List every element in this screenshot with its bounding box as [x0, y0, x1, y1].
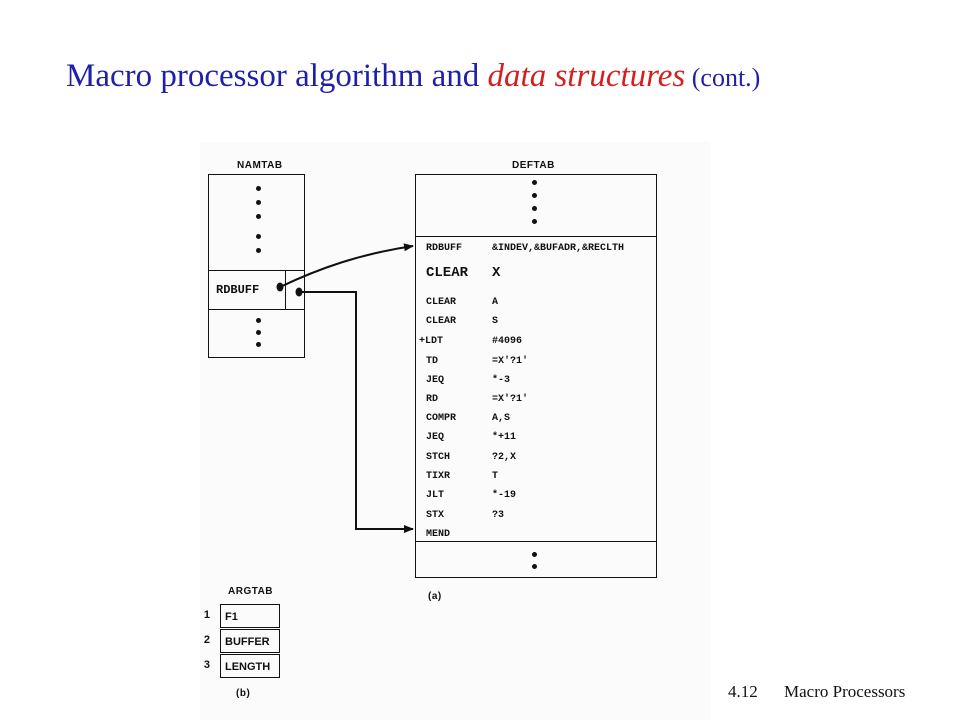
argtab-index: 3 [203, 659, 210, 671]
deftab-operand: #4096 [492, 336, 523, 347]
deftab-opcode: CLEAR [426, 316, 457, 327]
deftab-opcode: TD [426, 356, 439, 367]
deftab-operand: =X'?1' [492, 394, 529, 405]
page-number: 4.12 [728, 682, 758, 701]
deftab-operand: ?3 [492, 510, 505, 521]
deftab-operand: *-19 [492, 490, 517, 501]
argtab-value: BUFFER [220, 629, 280, 653]
argtab-value: LENGTH [220, 654, 280, 678]
namtab-ellipsis-dot [256, 186, 261, 191]
deftab-opcode: COMPR [426, 413, 457, 424]
deftab-operand: X [492, 265, 501, 281]
argtab-value: F1 [220, 604, 280, 628]
namtab-start-pointer-arrow [279, 243, 414, 288]
deftab-operand: ?2,X [492, 452, 517, 463]
deftab-operand: T [492, 471, 499, 482]
deftab-opcode: +LDT [419, 336, 444, 347]
footer-chapter: Macro Processors [784, 682, 906, 701]
deftab-operand: *-3 [492, 375, 511, 386]
deftab-operand: &INDEV,&BUFADR,&RECLTH [492, 243, 625, 254]
namtab-ellipsis-dot [256, 234, 261, 239]
pointer-origin-dot [295, 287, 303, 297]
deftab-opcode: JEQ [426, 375, 445, 386]
namtab-table [208, 174, 305, 358]
deftab-operand: S [492, 316, 499, 327]
namtab-ellipsis-dot [256, 318, 261, 323]
namtab-ellipsis-dot [256, 214, 261, 219]
deftab-ellipsis-dot [532, 552, 537, 557]
argtab-caption: (b) [236, 688, 251, 699]
deftab-ellipsis-dot [532, 180, 537, 185]
title-suffix: (cont.) [685, 63, 761, 92]
namtab-end-pointer-arrow [299, 291, 414, 533]
argtab-index: 1 [203, 609, 210, 621]
deftab-ellipsis-dot [532, 206, 537, 211]
deftab-opcode: MEND [426, 529, 451, 540]
deftab-label: DEFTAB [512, 160, 555, 171]
deftab-macro-body [415, 236, 657, 542]
namtab-ellipsis-dot [256, 330, 261, 335]
deftab-operand: A,S [492, 413, 511, 424]
deftab-opcode: RDBUFF [426, 243, 463, 254]
deftab-caption: (a) [428, 591, 442, 602]
deftab-ellipsis-dot [532, 564, 537, 569]
pointer-origin-dot [276, 282, 284, 292]
namtab-ellipsis-dot [256, 248, 261, 253]
title-emphasis: data structures [487, 58, 686, 94]
deftab-opcode: JLT [426, 490, 445, 501]
argtab-label: ARGTAB [228, 586, 274, 597]
deftab-ellipsis-dot [532, 193, 537, 198]
scanned-figure-background [200, 142, 710, 720]
deftab-ellipsis-dot [532, 219, 537, 224]
namtab-entry-name: RDBUFF [216, 283, 260, 297]
deftab-opcode: JEQ [426, 432, 445, 443]
deftab-operand: =X'?1' [492, 356, 529, 367]
deftab-opcode: STCH [426, 452, 451, 463]
argtab-row: 2 BUFFER [202, 629, 282, 653]
slide-title: Macro processor algorithm and data struc… [66, 58, 760, 95]
argtab-row: 3 LENGTH [202, 654, 282, 678]
namtab-label: NAMTAB [237, 160, 283, 171]
title-main: Macro processor algorithm and [66, 58, 488, 94]
deftab-opcode: CLEAR [426, 297, 457, 308]
deftab-opcode: CLEAR [426, 265, 469, 281]
namtab-ellipsis-dot [256, 200, 261, 205]
deftab-opcode: STX [426, 510, 445, 521]
argtab-row: 1 F1 [202, 604, 282, 628]
namtab-pointer-cell [285, 270, 305, 310]
deftab-operand: *+11 [492, 432, 517, 443]
deftab-opcode: RD [426, 394, 439, 405]
deftab-operand: A [492, 297, 499, 308]
deftab-opcode: TIXR [426, 471, 451, 482]
namtab-ellipsis-dot [256, 342, 261, 347]
argtab-index: 2 [203, 634, 210, 646]
